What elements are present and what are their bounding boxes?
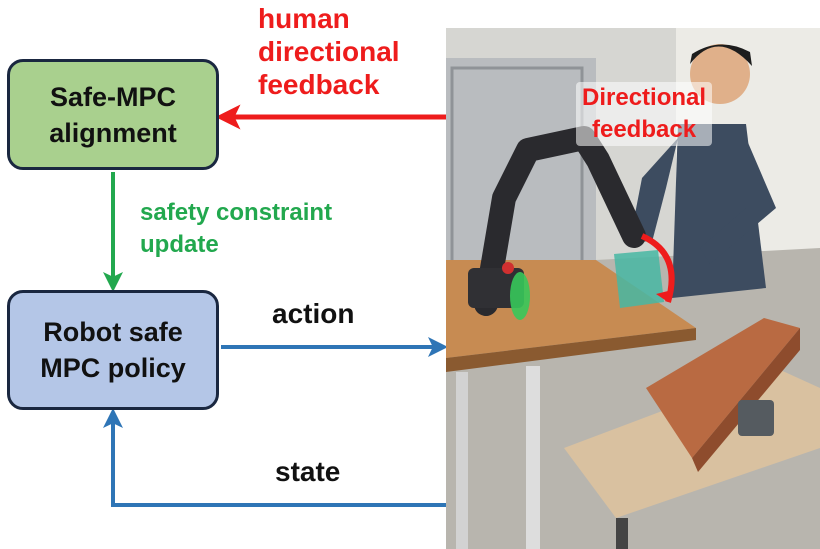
photo-label-line2: feedback xyxy=(591,116,697,143)
safe-mpc-line1: Safe-MPC xyxy=(49,81,176,112)
cup xyxy=(614,250,664,308)
robot-photo: Directional feedback xyxy=(446,28,820,549)
human-feedback-line2: directional xyxy=(258,36,400,67)
safe-mpc-alignment-box: Safe-MPC alignment xyxy=(7,59,219,170)
human-feedback-line1: human xyxy=(258,3,350,34)
photo-directional-feedback-label: Directional feedback xyxy=(576,82,713,146)
human-feedback-line3: feedback xyxy=(258,69,380,100)
safety-update-line2: update xyxy=(140,231,219,258)
person-body xyxy=(672,124,766,298)
safety-update-label: safety constraint update xyxy=(140,197,332,261)
robot-safe-mpc-policy-box: Robot safe MPC policy xyxy=(7,290,219,410)
safety-update-line1: safety constraint xyxy=(140,199,333,226)
robot-policy-line1: Robot safe xyxy=(43,317,183,347)
planter-box xyxy=(646,318,800,458)
human-feedback-label: human directional feedback xyxy=(258,2,400,101)
photo-label-line1: Directional xyxy=(582,84,707,111)
action-label: action xyxy=(272,298,355,329)
state-arrow xyxy=(103,408,446,507)
state-label: state xyxy=(275,456,341,487)
robot-policy-line2: MPC policy xyxy=(40,353,186,383)
safe-mpc-line2: alignment xyxy=(49,117,177,148)
